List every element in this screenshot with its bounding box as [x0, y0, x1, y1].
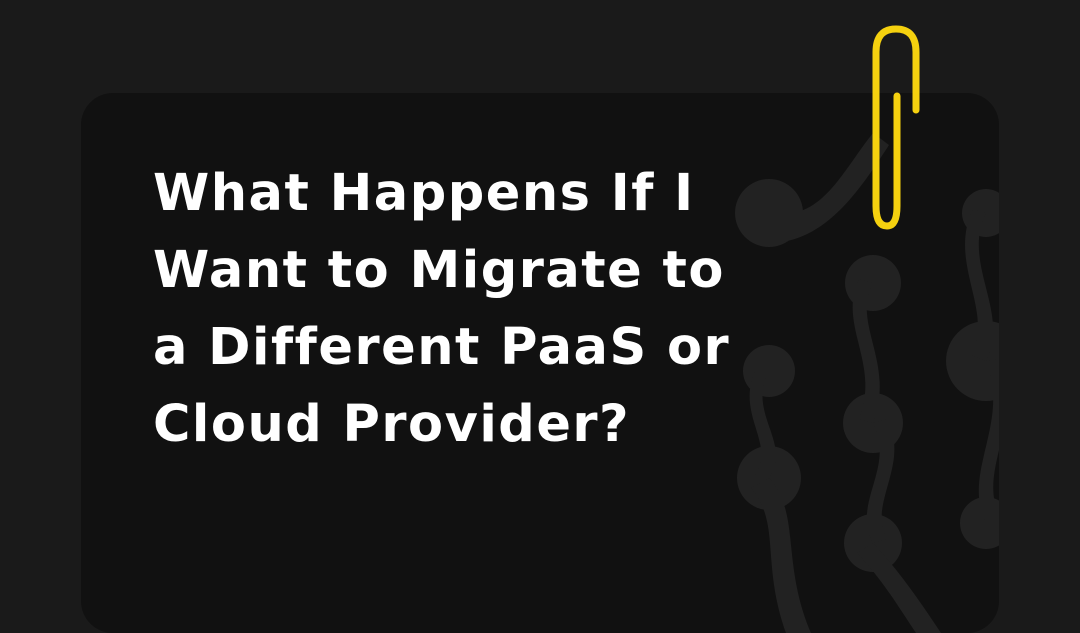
paperclip-icon: [872, 25, 920, 230]
molecule-decoration: [735, 133, 999, 633]
headline-line-3: a Different PaaS or: [153, 318, 731, 377]
slide: { "headline": { "lines": [ "What Happens…: [153, 25, 999, 633]
headline: What Happens If I Want to Migrate to a D…: [153, 155, 793, 463]
headline-line-1: What Happens If I: [153, 164, 695, 223]
headline-line-2: Want to Migrate to: [153, 241, 725, 300]
content-card: What Happens If I Want to Migrate to a D…: [81, 93, 999, 633]
headline-line-4: Cloud Provider?: [153, 395, 631, 454]
